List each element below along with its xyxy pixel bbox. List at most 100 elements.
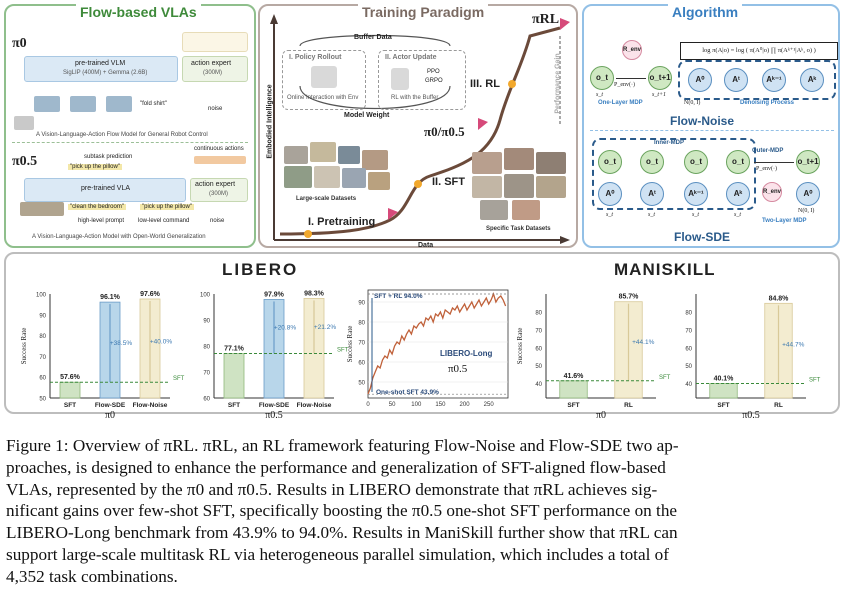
chart-y-tick: 90: [203, 319, 210, 325]
s-t-label-top: s_t: [596, 92, 604, 98]
outer-mdp-arrow: [754, 162, 794, 163]
chart-bar-label: 97.6%: [140, 291, 161, 298]
pi05-vla-box: pre-trained VLA: [24, 178, 186, 202]
line-chart-bottom-label: One-shot SFT 43.9%: [376, 389, 439, 396]
pi0-action-tokens: [182, 32, 248, 52]
task-photo-1: [472, 152, 502, 174]
specific-label: Specific Task Datasets: [486, 226, 551, 232]
chart-category-label: SFT: [64, 402, 76, 409]
one-layer-label: One-Layer MDP: [598, 100, 643, 106]
chart-bar-label: 97.9%: [264, 291, 285, 298]
dataset-photo-6: [314, 166, 340, 188]
pi05-low-level: low-level command: [138, 218, 190, 224]
training-x-label: Data: [418, 242, 434, 249]
line-chart-y-tick: 80: [358, 321, 365, 327]
caption-line-4: nificant gains over few-shot SFT, specif…: [6, 501, 678, 521]
chart-y-tick: 50: [685, 364, 692, 370]
o-t-node-4: o_t: [726, 150, 750, 174]
pi05-home-photo: [20, 202, 64, 216]
rl-dot: [508, 80, 516, 88]
dataset-photo-8: [368, 172, 390, 190]
algorithm-title: Algorithm: [668, 4, 743, 20]
chart-y-tick: 60: [685, 346, 692, 352]
pi0-image-3: [106, 96, 132, 112]
pi0-image-1: [34, 96, 60, 112]
training-x-arrow: [560, 236, 570, 244]
chart-bar-label: 96.1%: [100, 294, 121, 301]
database-icon: [391, 68, 409, 90]
sft-baseline-label: SFT: [173, 376, 185, 382]
caption-line-2: proaches, is designed to enhance the per…: [6, 457, 666, 477]
dataset-photo-4: [362, 150, 388, 170]
o-t-node-3: o_t: [684, 150, 708, 174]
chart-bar-label: 40.1%: [714, 375, 735, 382]
model-weight-arrow: [299, 85, 451, 109]
actor-update-box: II. Actor Update PPO GRPO RL with the Bu…: [378, 50, 466, 110]
dataset-photo-1: [284, 146, 308, 164]
algo-divider: [590, 130, 834, 131]
pi05-continuous: continuous actions: [194, 146, 244, 152]
chart-category-label: SFT: [567, 402, 579, 409]
stage-pretraining: I. Pretraining: [308, 216, 376, 228]
caption-line-7: 4,352 task combinations.: [6, 566, 178, 586]
pi0-label: π0: [12, 36, 27, 51]
pi05-caption: A Vision-Language-Action Model with Open…: [32, 234, 206, 240]
model-weight-label: Model Weight: [344, 112, 390, 119]
o-t1-node-bottom: o_t+1: [796, 150, 820, 174]
line-chart-frame: [367, 289, 509, 399]
training-paradigm-panel: Training Paradigm Buffer Data I. Policy …: [258, 4, 578, 249]
chart-y-tick: 80: [39, 334, 46, 340]
rollout-sub: Online Interaction with Env: [287, 95, 359, 101]
line-chart-name: LIBERO-Long: [440, 349, 493, 358]
chart-y-tick: 70: [203, 371, 210, 377]
training-title: Training Paradigm: [358, 4, 489, 20]
flow-sde-label: Flow-SDE: [674, 230, 730, 244]
inner-mdp-box: [592, 138, 756, 210]
actor-title: II. Actor Update: [385, 54, 437, 61]
line-chart-x-tick: 100: [411, 402, 422, 408]
chart-y-tick: 60: [39, 376, 46, 382]
line-chart-top-label: SFT + RL 94.0%: [374, 293, 423, 300]
chart-bar-label: 85.7%: [619, 294, 640, 301]
sde-a0-node: A⁰: [598, 182, 622, 206]
pi05-noise: noise: [210, 218, 225, 224]
chart-y-label: Success Rate: [516, 328, 524, 365]
gain-label: +40.0%: [150, 339, 172, 346]
task-photo-3: [536, 152, 566, 174]
line-chart-x-tick: 50: [389, 402, 396, 408]
pi-mid-label: π0/π0.5: [424, 124, 465, 139]
chart-category-label: Flow-SDE: [259, 402, 290, 409]
flow-noise-formula: log π(A|o) = log ( π(A⁰|o) ∏ π(Aᵏ⁺¹|Aᵏ, …: [680, 42, 838, 60]
s-t-label-3: s_t: [692, 212, 700, 218]
sft-baseline-label: SFT: [659, 375, 671, 381]
training-curve-svg: [270, 14, 570, 244]
chart-y-tick: 70: [535, 328, 542, 334]
pi0-caption: A Vision-Language-Action Flow Model for …: [36, 132, 208, 138]
s-t-label-1: s_t: [606, 212, 614, 218]
two-layer-label: Two-Layer MDP: [762, 218, 807, 224]
chart-category-label: Flow-Noise: [297, 402, 332, 409]
pi05-high-level: high-level prompt: [78, 218, 125, 224]
actor-grpo: GRPO: [425, 78, 443, 84]
chart-model-label: π0: [596, 410, 606, 421]
pi0-vlm-sub: SigLIP (400M) + Gemma (2.6B): [63, 70, 148, 76]
training-curve: [279, 26, 561, 236]
o-t-node-1: o_t: [598, 150, 622, 174]
chart-model-label: π0.5: [265, 410, 283, 421]
pi0-prompt: "fold shirt": [140, 101, 167, 107]
pi0-vlm-label: pre-trained VLM: [75, 60, 126, 67]
policy-rollout-box: I. Policy Rollout Online Interaction wit…: [282, 50, 366, 110]
s-t1-label-top: s_t+1: [652, 92, 667, 98]
dataset-photo-7: [342, 168, 366, 188]
line-chart-model: π0.5: [448, 363, 468, 375]
chart-bar-label: 57.6%: [60, 374, 81, 381]
vla-divider: [12, 142, 248, 143]
chart-y-tick: 50: [39, 397, 46, 403]
normal-label-top: N(0, I): [684, 100, 701, 106]
dataset-photo-3: [338, 146, 360, 164]
caption-line-5: LIBERO-Long benchmark from 43.9% to 94.0…: [6, 523, 678, 543]
caption-line-1: Figure 1: Overview of πRL. πRL, an RL fr…: [6, 436, 679, 455]
task-photo-4: [472, 176, 502, 198]
chart-category-label: RL: [774, 402, 783, 409]
